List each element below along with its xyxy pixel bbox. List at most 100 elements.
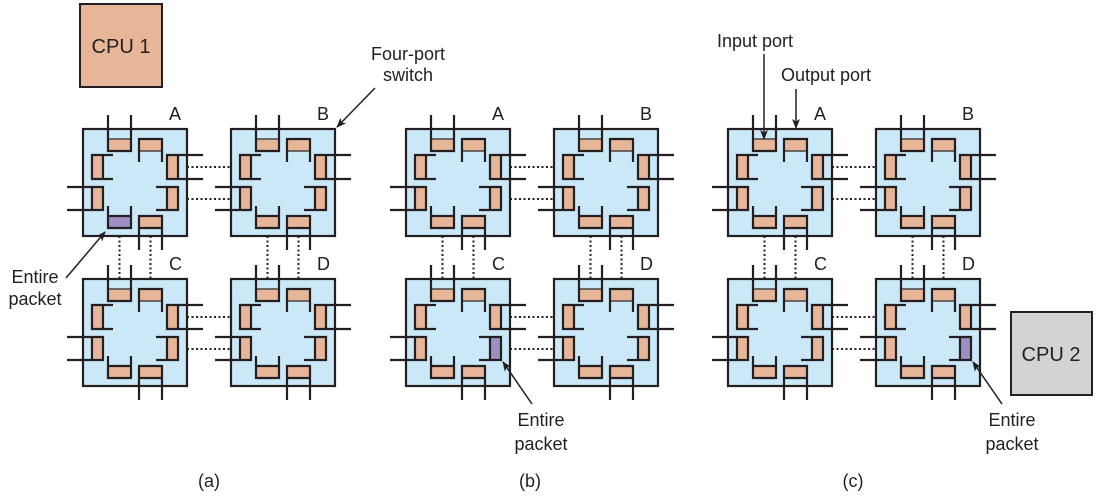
port-bracket	[156, 335, 180, 362]
port-bracket	[156, 185, 180, 212]
switch-label: B	[640, 104, 652, 124]
input-port-top	[429, 115, 456, 153]
four-port-switch-arrow	[336, 87, 376, 128]
switch-box	[552, 277, 660, 388]
output-port-right	[304, 185, 328, 212]
port-buffer	[783, 288, 808, 302]
port-buffer	[637, 336, 650, 361]
port-buffer	[900, 288, 925, 302]
input-port-right	[810, 153, 848, 181]
switch-b: B	[860, 104, 996, 250]
port-bracket	[608, 214, 635, 250]
port-buffer	[578, 365, 603, 379]
output-port-bottom	[429, 206, 456, 230]
port-buffer	[461, 215, 486, 229]
output-port-top	[460, 287, 487, 312]
four-port-switch-annotation: Four-port switch	[336, 44, 445, 128]
input-port-right	[958, 153, 996, 181]
port-bracket	[782, 287, 809, 312]
output-port-left	[735, 153, 758, 181]
port-bracket	[636, 153, 674, 181]
input-port-top	[254, 265, 281, 303]
panel-label-b: (b)	[519, 471, 541, 491]
output-port-bottom	[106, 356, 133, 380]
output-port-left	[735, 303, 758, 331]
port-bracket	[429, 356, 456, 380]
output-port-right	[949, 185, 973, 212]
port-buffer	[736, 154, 749, 180]
port-bracket	[67, 185, 105, 212]
switch-box	[229, 127, 337, 238]
input-port-right	[488, 303, 526, 331]
switch-label: A	[169, 104, 181, 124]
switch-interconnects	[118, 166, 300, 350]
port-buffer	[884, 304, 897, 330]
input-port-left	[390, 335, 428, 362]
port-bracket	[254, 115, 281, 153]
port-bracket	[577, 356, 604, 380]
output-port-left	[561, 153, 584, 181]
port-buffer	[430, 288, 455, 302]
cpu-1-label: CPU 1	[92, 36, 151, 58]
port-buffer	[637, 154, 650, 180]
port-bracket	[782, 364, 809, 400]
switch-box	[229, 277, 337, 388]
port-bracket	[608, 137, 635, 162]
port-bracket	[479, 185, 503, 212]
port-bracket	[285, 364, 312, 400]
input-port-right	[810, 303, 848, 331]
output-port-left	[238, 303, 261, 331]
output-port-left	[238, 153, 261, 181]
entire-packet-arrow	[972, 361, 1003, 405]
output-port-bottom	[429, 356, 456, 380]
switch-b: B	[538, 104, 674, 250]
port-bracket	[608, 364, 635, 400]
input-port-bottom	[460, 214, 487, 250]
input-port-bottom	[608, 214, 635, 250]
entire-packet-buffer	[489, 336, 502, 361]
port-buffer	[637, 304, 650, 330]
port-bracket	[106, 115, 133, 153]
output-port-top	[608, 287, 635, 312]
switch-d: D	[860, 254, 996, 400]
cpu-2-label: CPU 2	[1022, 344, 1081, 366]
output-port-top	[782, 287, 809, 312]
input-port-bottom	[285, 364, 312, 400]
switch-box	[874, 277, 982, 388]
input-port-right	[636, 303, 674, 331]
input-port-top	[429, 265, 456, 303]
port-buffer	[900, 138, 925, 152]
port-bracket	[561, 303, 584, 331]
port-buffer	[414, 336, 427, 361]
output-port-bottom	[751, 206, 778, 230]
entire-packet-annotation-b: Entire packet	[502, 361, 568, 454]
switch-label: D	[317, 254, 330, 274]
port-bracket	[488, 303, 526, 331]
port-bracket	[608, 287, 635, 312]
port-buffer	[959, 186, 972, 211]
output-port-right	[479, 335, 503, 362]
port-buffer	[609, 138, 634, 152]
port-bracket	[899, 115, 926, 153]
output-port-right	[304, 335, 328, 362]
port-buffer	[562, 336, 575, 361]
port-bracket	[883, 153, 906, 181]
switch-box	[81, 277, 189, 388]
panel-label-c: (c)	[843, 471, 864, 491]
port-bracket	[285, 287, 312, 312]
output-port-top	[285, 287, 312, 312]
input-port-left	[67, 185, 105, 212]
port-bracket	[751, 356, 778, 380]
port-bracket	[460, 137, 487, 162]
port-buffer	[166, 336, 179, 361]
port-bracket	[165, 153, 203, 181]
switch-label: B	[317, 104, 329, 124]
input-port-top	[751, 265, 778, 303]
output-port-left	[883, 153, 906, 181]
input-port-top	[106, 115, 133, 153]
port-buffer	[239, 186, 252, 211]
input-port-bottom	[930, 364, 957, 400]
input-port-top	[899, 115, 926, 153]
port-buffer	[931, 365, 956, 379]
